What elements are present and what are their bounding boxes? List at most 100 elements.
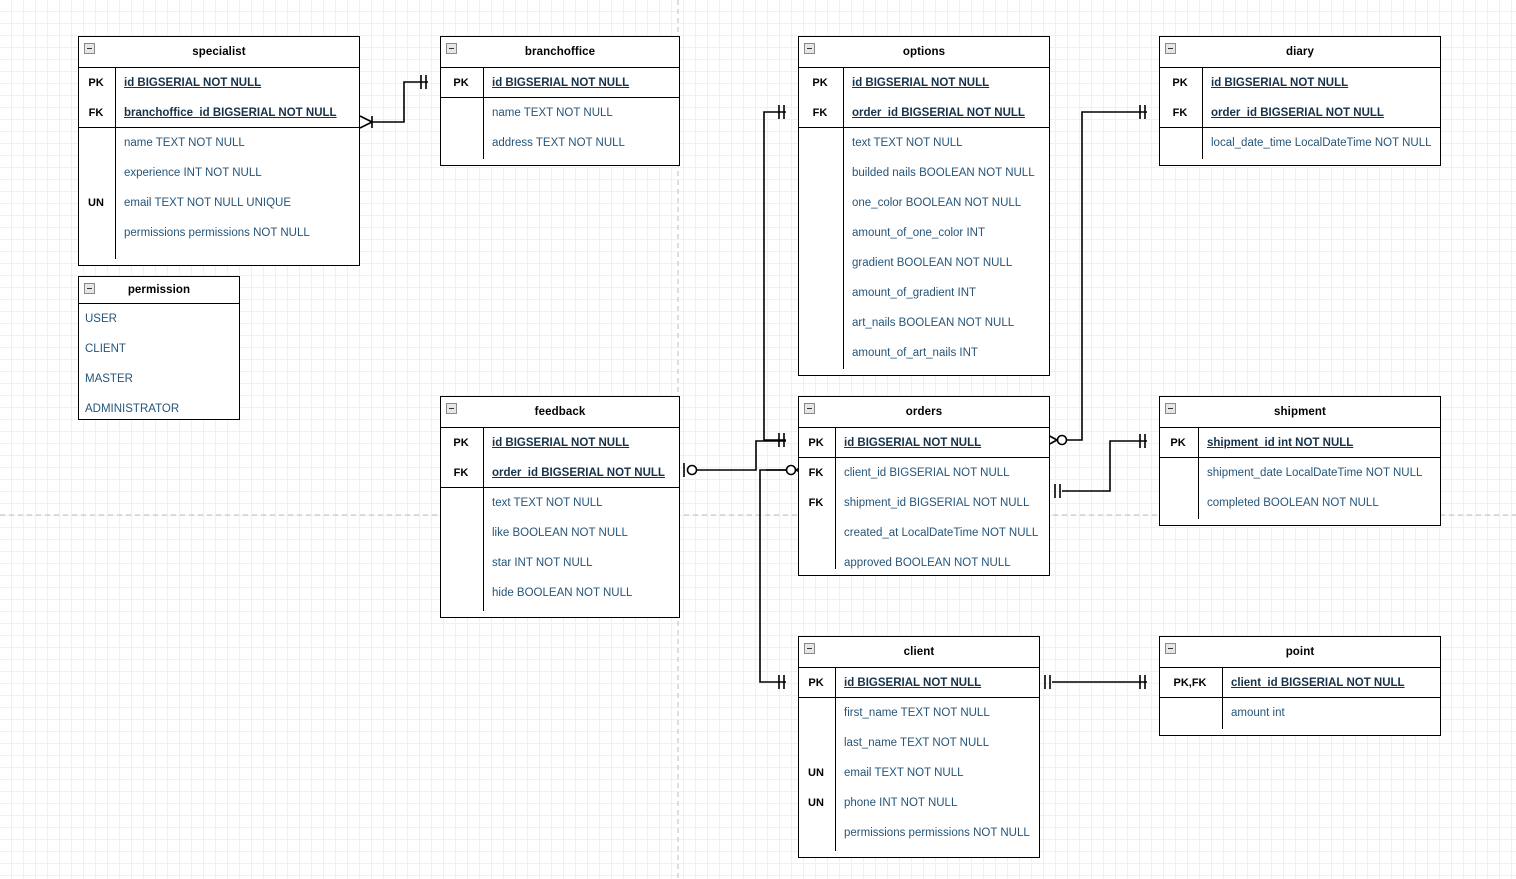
field-row[interactable]: text TEXT NOT NULL — [441, 488, 679, 518]
field-row[interactable]: amount int — [1160, 698, 1440, 728]
entity-header-shipment: shipment — [1160, 397, 1440, 428]
field-row[interactable]: PK id BIGSERIAL NOT NULL — [441, 68, 679, 98]
field-row[interactable]: last_name TEXT NOT NULL — [799, 728, 1039, 758]
key-badge: FK — [88, 106, 104, 119]
field-label: text TEXT NOT NULL — [492, 497, 603, 509]
key-badge: UN — [808, 797, 824, 809]
field-label: amount int — [1231, 707, 1285, 719]
field-row[interactable]: permissions permissions NOT NULL — [79, 218, 359, 248]
field-label: id BIGSERIAL NOT NULL — [124, 77, 262, 89]
connector-orders-shipment — [1054, 434, 1147, 498]
field-label: id BIGSERIAL NOT NULL — [844, 676, 982, 689]
field-row[interactable]: first_name TEXT NOT NULL — [799, 698, 1039, 728]
field-row[interactable]: UN phone INT NOT NULL — [799, 788, 1039, 818]
field-row[interactable]: like BOOLEAN NOT NULL — [441, 518, 679, 548]
field-row[interactable]: text TEXT NOT NULL — [799, 128, 1049, 158]
field-label: last_name TEXT NOT NULL — [844, 737, 990, 749]
entity-title: diary — [1286, 46, 1314, 58]
enum-value-row[interactable]: CLIENT — [85, 343, 126, 355]
field-label: client_id BIGSERIAL NOT NULL — [844, 467, 1010, 479]
field-row[interactable]: local_date_time LocalDateTime NOT NULL — [1160, 128, 1440, 158]
entity-title: shipment — [1274, 406, 1326, 418]
enum-value-row[interactable]: ADMINISTRATOR — [85, 403, 180, 415]
field-row[interactable]: star INT NOT NULL — [441, 548, 679, 578]
collapse-minus-icon[interactable] — [84, 43, 95, 54]
key-badge: FK — [453, 466, 469, 479]
connector-feedback-orders — [683, 440, 808, 477]
enum-value-row[interactable]: USER — [85, 313, 117, 325]
field-row[interactable]: one_color BOOLEAN NOT NULL — [799, 188, 1049, 218]
field-row[interactable]: permissions permissions NOT NULL — [799, 818, 1039, 848]
field-row[interactable]: hide BOOLEAN NOT NULL — [441, 578, 679, 608]
collapse-minus-icon[interactable] — [1165, 43, 1176, 54]
field-label: one_color BOOLEAN NOT NULL — [852, 197, 1022, 209]
collapse-minus-icon[interactable] — [446, 403, 457, 414]
field-row[interactable]: amount_of_one_color INT — [799, 218, 1049, 248]
field-row[interactable]: builded nails BOOLEAN NOT NULL — [799, 158, 1049, 188]
field-row[interactable]: shipment_date LocalDateTime NOT NULL — [1160, 458, 1440, 488]
key-badge: PK — [453, 76, 469, 89]
field-row[interactable]: gradient BOOLEAN NOT NULL — [799, 248, 1049, 278]
field-label: id BIGSERIAL NOT NULL — [492, 76, 630, 89]
entity-title: permission — [127, 284, 191, 296]
collapse-minus-icon[interactable] — [446, 43, 457, 54]
field-row[interactable]: completed BOOLEAN NOT NULL — [1160, 488, 1440, 518]
field-row[interactable]: amount_of_art_nails INT — [799, 338, 1049, 368]
field-row[interactable]: address TEXT NOT NULL — [441, 128, 679, 158]
field-row[interactable]: amount_of_gradient INT — [799, 278, 1049, 308]
field-label: phone INT NOT NULL — [844, 797, 958, 809]
collapse-minus-icon[interactable] — [1165, 403, 1176, 414]
enum-value-row[interactable]: MASTER — [85, 373, 133, 385]
field-row[interactable]: name TEXT NOT NULL — [441, 98, 679, 128]
field-label: id BIGSERIAL NOT NULL — [852, 77, 990, 89]
entity-title: orders — [905, 406, 943, 418]
field-label: shipment_id int NOT NULL — [1207, 436, 1354, 449]
collapse-minus-icon[interactable] — [804, 403, 815, 414]
collapse-minus-icon[interactable] — [1165, 643, 1176, 654]
field-row[interactable]: approved BOOLEAN NOT NULL — [799, 548, 1049, 578]
collapse-minus-icon[interactable] — [804, 43, 815, 54]
collapse-minus-icon[interactable] — [804, 643, 815, 654]
field-row[interactable]: experience INT NOT NULL — [79, 158, 359, 188]
field-row[interactable]: name TEXT NOT NULL — [79, 128, 359, 158]
field-row[interactable]: created_at LocalDateTime NOT NULL — [799, 518, 1049, 548]
connector-specialist-branchoffice — [359, 75, 428, 129]
field-label: order_id BIGSERIAL NOT NULL — [1211, 106, 1384, 119]
field-row[interactable]: art_nails BOOLEAN NOT NULL — [799, 308, 1049, 338]
entity-body-branchoffice: PK id BIGSERIAL NOT NULL name TEXT NOT NUL… — [441, 68, 679, 165]
key-badge: PK,FK — [1173, 676, 1207, 689]
key-column-divider — [835, 428, 836, 569]
collapse-minus-icon[interactable] — [84, 283, 95, 294]
field-label: text TEXT NOT NULL — [852, 137, 963, 149]
entity-header-client: client — [799, 637, 1039, 668]
key-badge: PK — [808, 436, 824, 449]
